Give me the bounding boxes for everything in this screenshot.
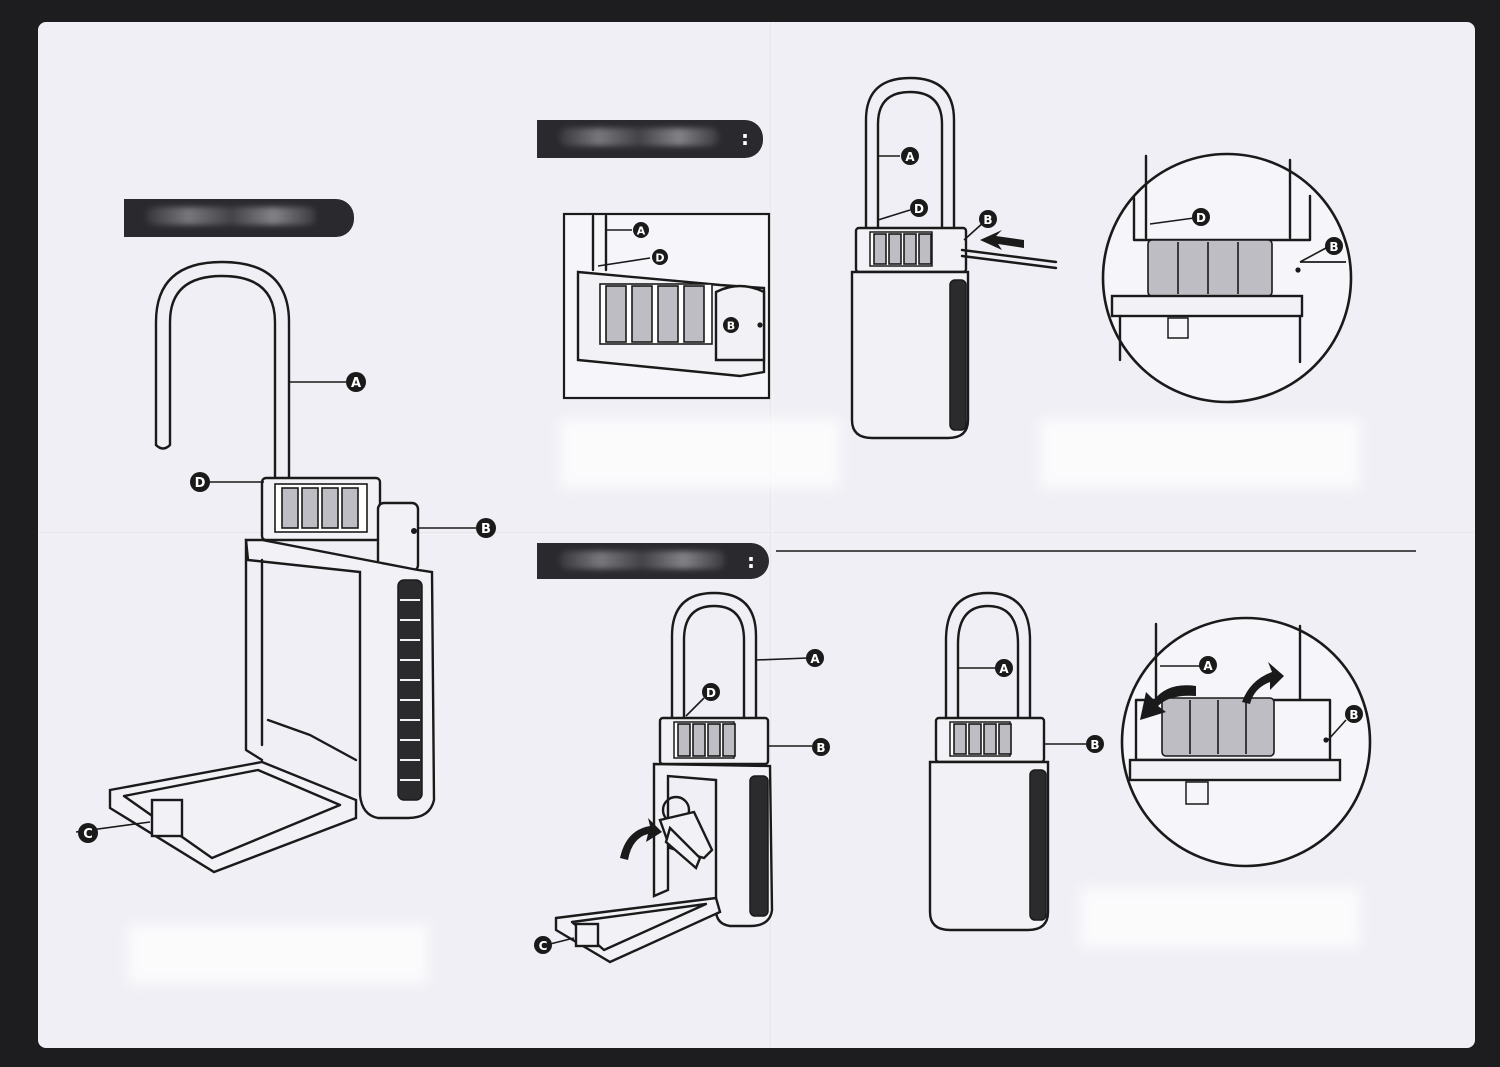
svg-text:B: B [481, 522, 491, 537]
svg-text:B: B [816, 741, 825, 755]
step3-banner: : [537, 543, 769, 579]
svg-text:A: A [351, 376, 361, 391]
svg-text:D: D [706, 686, 716, 700]
badge-step2-zoom-a: A [633, 222, 649, 238]
badge-step3-closed-a: A [995, 659, 1013, 677]
badge-step2-zoom-b: B [723, 317, 739, 333]
svg-text:A: A [1203, 659, 1213, 673]
step1-banner [124, 199, 354, 237]
redacted-caption-step2-left [560, 418, 840, 488]
badge-step2-lock-b: B [979, 210, 997, 228]
badge-step3-open-c: C [534, 936, 552, 954]
badge-step1-b: B [476, 518, 496, 538]
step2-zoom-detail [562, 212, 771, 400]
svg-text:B: B [1090, 738, 1099, 752]
svg-text:D: D [914, 202, 924, 216]
badge-step3-open-d: D [702, 683, 720, 701]
step1-banner-redacted-text [146, 207, 316, 225]
svg-text:B: B [983, 213, 992, 227]
svg-text:B: B [1329, 240, 1338, 254]
step3-banner-colon: : [747, 549, 755, 573]
step3-magnifier [1120, 616, 1372, 868]
step2-closed-lock [850, 76, 1058, 440]
step1-lockbox-illustration [75, 260, 476, 874]
badge-step2-zoom-d: D [652, 249, 668, 265]
step2-banner: : [537, 120, 763, 158]
step3-banner-redacted-text [559, 551, 725, 569]
step3-open-lock-with-keys [549, 591, 812, 964]
fold-crease-vertical [770, 22, 773, 1048]
step2-banner-colon: : [741, 126, 749, 150]
badge-step2-magnifier-d: D [1192, 208, 1210, 226]
svg-text:D: D [655, 252, 664, 265]
step3-closed-lock [928, 591, 1086, 932]
redacted-caption-step1 [128, 924, 428, 984]
redacted-caption-step3 [1080, 888, 1360, 948]
svg-text:B: B [727, 320, 735, 333]
svg-text:B: B [1349, 708, 1358, 722]
step2-magnifier [1101, 152, 1353, 404]
svg-text:C: C [83, 827, 93, 842]
badge-step1-c: C [78, 823, 98, 843]
badge-step1-a: A [346, 372, 366, 392]
svg-text:A: A [999, 662, 1009, 676]
badge-step2-lock-a: A [901, 147, 919, 165]
badge-step3-open-b: B [812, 738, 830, 756]
badge-step3-open-a: A [806, 649, 824, 667]
badge-step2-lock-d: D [910, 199, 928, 217]
fold-crease-horizontal [38, 532, 1475, 535]
svg-text:D: D [1196, 211, 1206, 225]
badge-step3-magnifier-b: B [1345, 705, 1363, 723]
badge-step2-magnifier-b: B [1325, 237, 1343, 255]
badge-step3-magnifier-a: A [1199, 656, 1217, 674]
svg-text:A: A [637, 225, 646, 238]
svg-text:A: A [810, 652, 820, 666]
svg-text:A: A [905, 150, 915, 164]
badge-step3-closed-b: B [1086, 735, 1104, 753]
redacted-caption-step2-right [1040, 418, 1360, 488]
step2-banner-redacted-text [559, 128, 719, 146]
svg-text:D: D [195, 476, 206, 491]
badge-step1-d: D [190, 472, 210, 492]
svg-text:C: C [539, 939, 548, 953]
